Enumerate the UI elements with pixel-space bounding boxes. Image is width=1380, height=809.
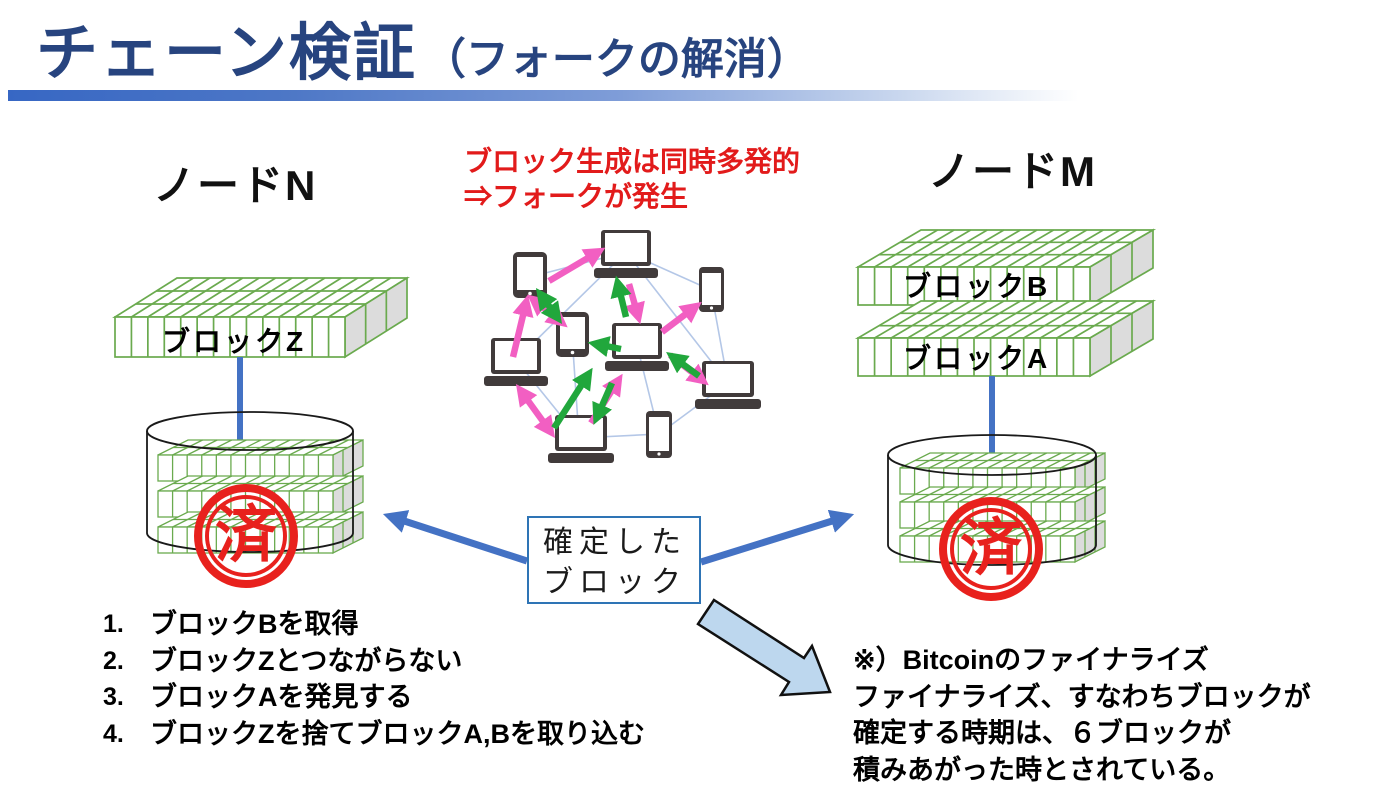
fork-note-line2: ⇒フォークが発生: [464, 181, 689, 212]
step-num: 1.: [103, 610, 124, 638]
list-item: 1. ブロックBを取得: [103, 606, 645, 643]
title-main: チェーン検証: [36, 19, 417, 88]
finalize-line: 確定する時期は、６ブロックが: [853, 718, 1231, 749]
laptop-icon: [548, 415, 614, 463]
step-num: 2.: [103, 646, 124, 675]
step-text: ブロックBを取得: [150, 609, 359, 639]
phone-icon: [646, 411, 672, 458]
page-title: チェーン検証 （フォークの解消）: [36, 2, 810, 92]
step-num: 4.: [103, 719, 124, 748]
block-slab: [112, 276, 410, 359]
step-num: 3.: [103, 683, 124, 711]
laptop-icon: [605, 323, 669, 371]
block-slab: [854, 228, 1157, 307]
list-item: 2. ブロックZとつながらない: [103, 643, 645, 680]
finalize-note: ※）Bitcoinのファイナライズ ファイナライズ、すなわちブロックが 確定する…: [853, 642, 1311, 788]
block-b-label: ブロックB: [903, 271, 1051, 302]
fork-note: ブロック生成は同時多発的 ⇒フォークが発生: [464, 144, 800, 214]
finalize-line: 積みあがった時とされている。: [853, 754, 1231, 785]
laptop-icon: [594, 230, 658, 278]
big-down-right-arrow: [696, 598, 832, 697]
step-text: ブロックZを捨てブロックA,Bを取り込む: [150, 718, 645, 749]
step-text: ブロックZとつながらない: [150, 645, 463, 676]
tablet-icon: [513, 252, 547, 298]
stamp-inner-ring: [950, 508, 1032, 590]
title-rule: [8, 90, 1123, 101]
done-stamp-right: 済: [939, 497, 1043, 601]
finalize-line: ファイナライズ、すなわちブロックが: [853, 681, 1311, 712]
fork-note-line1: ブロック生成は同時多発的: [464, 146, 801, 177]
confirmed-block-box: 確定した ブロック: [527, 516, 701, 604]
block-slab: [854, 299, 1157, 378]
steps-list: 1. ブロックBを取得 2. ブロックZとつながらない 3. ブロックAを発見す…: [103, 606, 645, 752]
node-n-label: ノードN: [153, 162, 318, 209]
block-a-label: ブロックA: [903, 343, 1051, 374]
done-stamp-left: 済: [194, 484, 298, 588]
list-item: 4. ブロックZを捨てブロックA,Bを取り込む: [103, 716, 645, 753]
list-item: 3. ブロックAを発見する: [103, 679, 645, 716]
confirmed-line1: 確定した: [543, 526, 687, 559]
arrow-to-left-node: [382, 510, 529, 565]
confirmed-line2: ブロック: [543, 566, 687, 599]
title-sub: （フォークの解消）: [422, 36, 810, 84]
finalize-line: ※）Bitcoinのファイナライズ: [853, 645, 1209, 675]
block-z-label: ブロックZ: [162, 326, 307, 357]
phone-icon: [699, 267, 724, 312]
step-text: ブロックAを発見する: [150, 682, 413, 712]
stamp-inner-ring: [205, 495, 287, 577]
node-m-label: ノードM: [928, 148, 1097, 195]
laptop-icon: [695, 361, 761, 409]
arrow-to-right-node: [699, 509, 855, 566]
